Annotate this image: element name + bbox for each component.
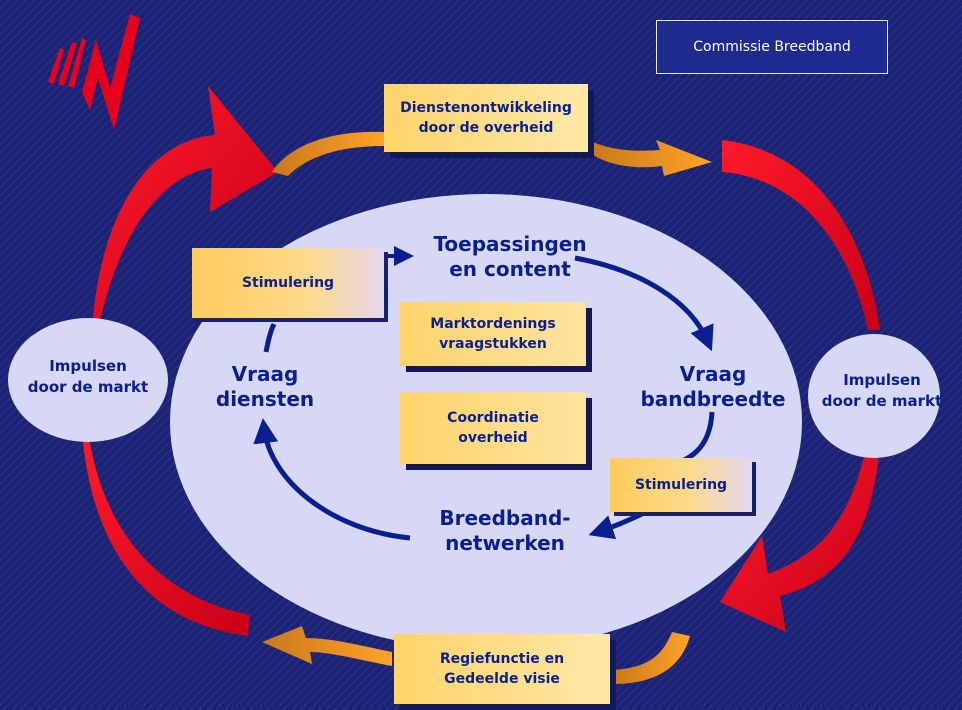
- box-stimulering-left: Stimulering: [192, 248, 384, 318]
- oval-left: [8, 318, 168, 442]
- label-toepassingen: Toepassingen en content: [433, 232, 587, 281]
- orange-arrow-bottom-left: [262, 626, 392, 666]
- label-vraag-diensten: Vraag diensten: [215, 362, 315, 411]
- logo: [48, 14, 140, 130]
- box-regiefunctie: Regiefunctie en Gedeelde visie: [394, 634, 610, 704]
- label-impulsen-right: Impulsen door de markt: [821, 371, 943, 410]
- box-stimulering-right-label: Stimulering: [634, 476, 728, 493]
- oval-right: [808, 334, 940, 458]
- box-marktordening-label: Marktordenings vraagstukken: [430, 315, 556, 352]
- label-impulsen-left: Impulsen door de markt: [27, 357, 149, 396]
- red-arrow-right: [720, 140, 880, 632]
- header-title-box: Commissie Breedband: [656, 20, 888, 74]
- header-title: Commissie Breedband: [693, 38, 851, 55]
- orange-arrow-bottom-right: [612, 632, 690, 684]
- box-stimulering-left-label: Stimulering: [241, 274, 335, 291]
- label-breedband: Breedband- netwerken: [439, 506, 571, 555]
- orange-arrow-top-right: [588, 140, 712, 176]
- box-coordinatie-label: Coordinatie overheid: [447, 409, 539, 446]
- box-dienstenontwikkeling-label: Dienstenontwikkeling door de overheid: [400, 99, 572, 136]
- cycle-arrow-toepassingen: [574, 255, 714, 352]
- box-marktordening: Marktordenings vraagstukken: [400, 302, 586, 366]
- box-dienstenontwikkeling: Dienstenontwikkeling door de overheid: [384, 84, 588, 152]
- box-regiefunctie-label: Regiefunctie en Gedeelde visie: [439, 650, 565, 687]
- box-coordinatie: Coordinatie overheid: [400, 392, 586, 464]
- cycle-arrow-stimulering: [263, 322, 277, 353]
- box-stimulering-right: Stimulering: [610, 458, 752, 512]
- cycle-arrow-breedband: [588, 507, 652, 540]
- label-vraag-bandbreedte: Vraag bandbreedte: [640, 362, 786, 411]
- red-arrow-left: [82, 86, 278, 636]
- orange-arrow-top-left: [272, 131, 384, 176]
- cycle-arrow-vraag-diensten: [253, 418, 411, 541]
